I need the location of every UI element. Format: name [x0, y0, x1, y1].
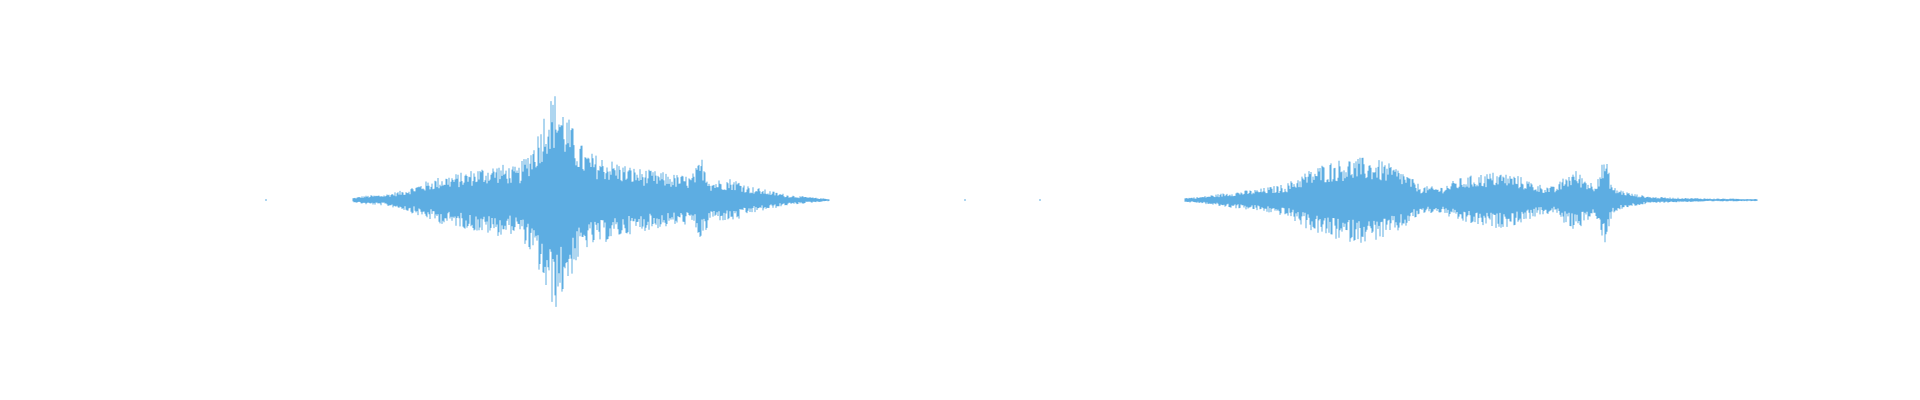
waveform-blip-1 [265, 199, 267, 201]
waveform-blip-2 [964, 199, 966, 201]
waveform-segment-utterance-2 [1184, 157, 1758, 243]
waveform-signal [265, 96, 1758, 307]
waveform-segment-utterance-1 [352, 96, 830, 307]
waveform-blip-3 [1039, 199, 1041, 201]
